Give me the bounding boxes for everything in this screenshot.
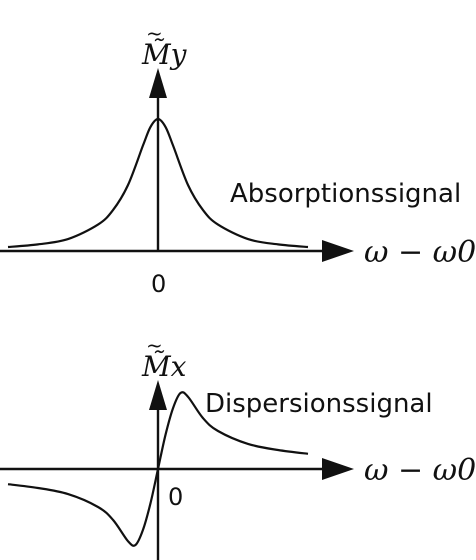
dispersion-panel: ~ M̃x Dispersionssignal 0 ω − ω0 bbox=[0, 333, 476, 560]
dispersion-xlabel: ω − ω0 bbox=[364, 453, 476, 488]
absorption-y-axis-arrowhead bbox=[149, 68, 167, 98]
absorption-series-line bbox=[7, 117, 309, 249]
dispersion-ylabel: M̃x bbox=[141, 350, 187, 383]
dispersion-y-axis-arrowhead bbox=[149, 380, 167, 410]
dispersion-x-axis-arrowhead bbox=[322, 458, 354, 480]
absorption-ylabel-tilde: ~ bbox=[146, 21, 163, 45]
dispersion-series-line bbox=[7, 391, 309, 547]
dispersion-title: Dispersionssignal bbox=[205, 389, 433, 419]
dispersion-ylabel-tilde: ~ bbox=[146, 333, 163, 357]
absorption-x-axis-arrowhead bbox=[322, 240, 354, 262]
absorption-xlabel: ω − ω0 bbox=[364, 235, 476, 270]
absorption-title: Absorptionssignal bbox=[230, 179, 461, 209]
absorption-panel: ~ M̃y Absorptionssignal 0 ω − ω0 bbox=[0, 21, 476, 298]
dispersion-x-tick-0: 0 bbox=[168, 483, 183, 511]
absorption-ylabel: M̃y bbox=[141, 38, 188, 71]
absorption-x-tick-0: 0 bbox=[151, 270, 166, 298]
